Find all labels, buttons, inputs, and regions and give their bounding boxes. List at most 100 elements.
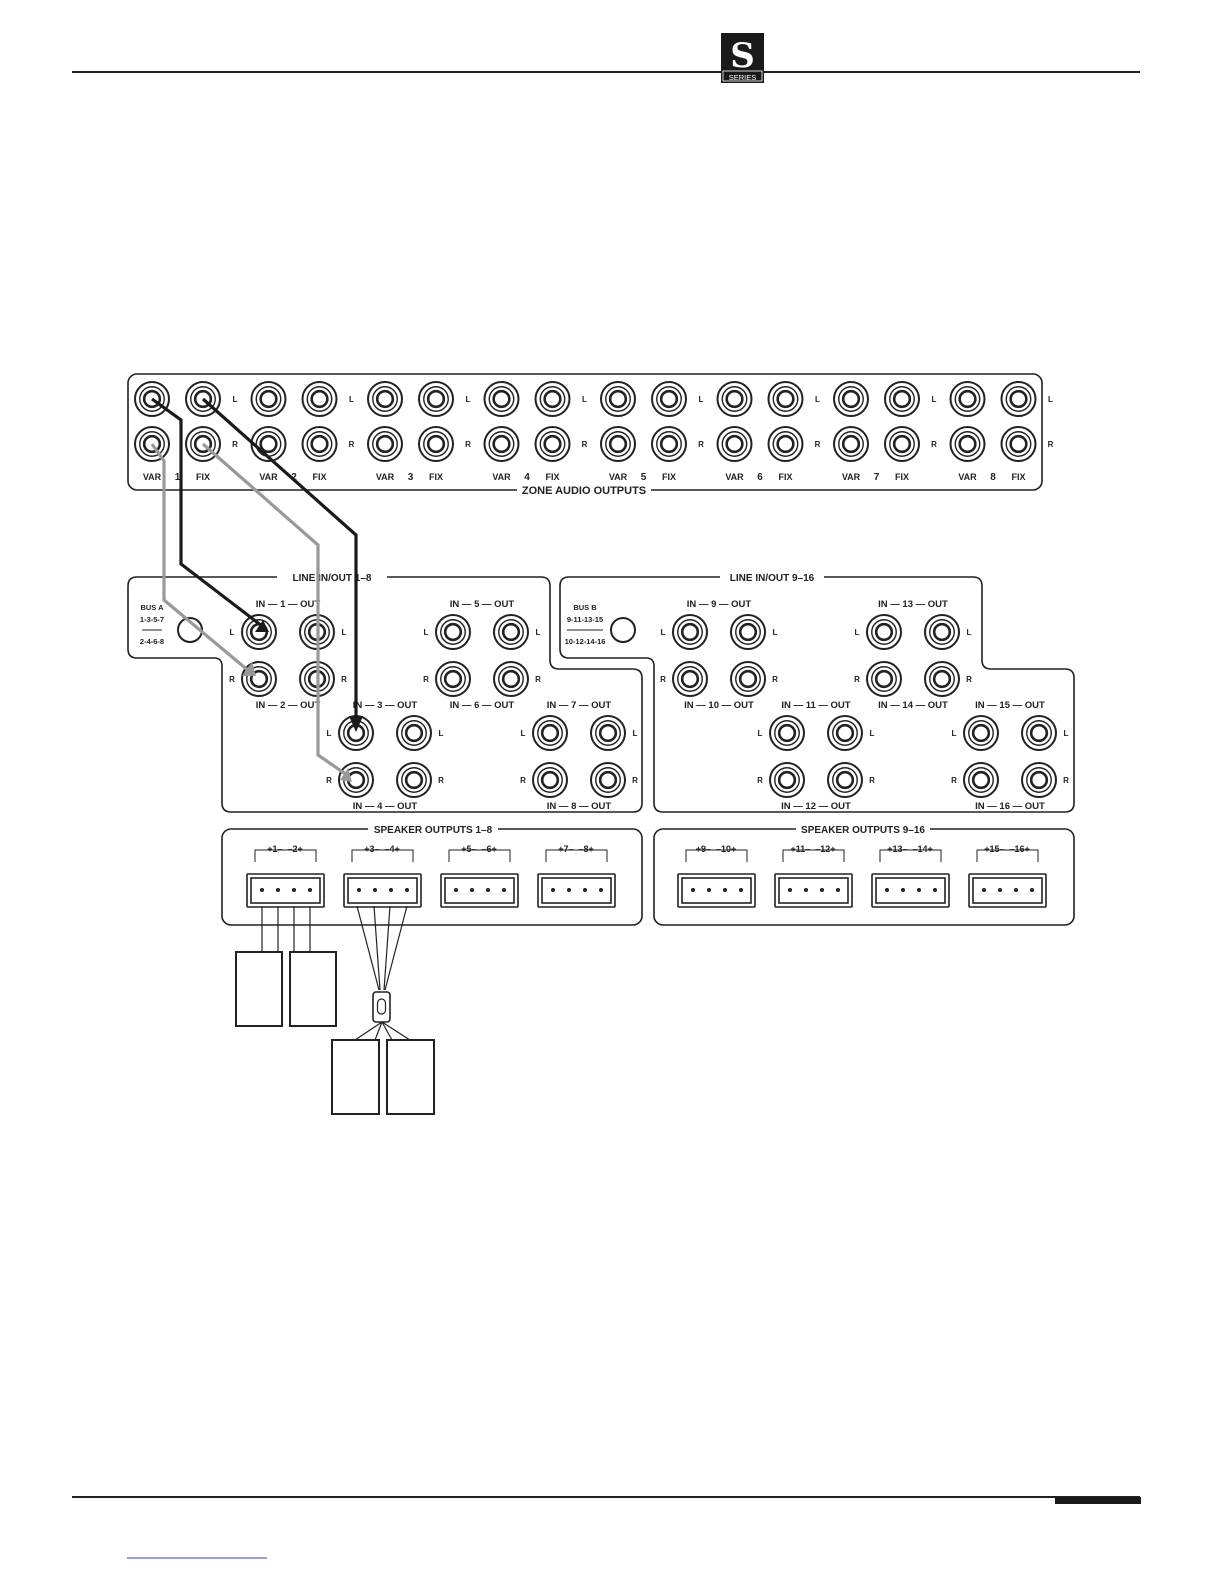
speaker-terminal-block-4[interactable]: [537, 873, 616, 908]
zone-2-fix-left-jack[interactable]: [301, 381, 338, 417]
zone-5-fix-right-jack[interactable]: [651, 426, 687, 462]
line-out-12-jack[interactable]: [827, 762, 863, 798]
zone-3-fix-right-jack[interactable]: [418, 426, 454, 462]
zone-8-fix-right-jack[interactable]: [1000, 426, 1037, 462]
zone-3-var-right-jack[interactable]: [367, 426, 403, 462]
zone-6-fix-right-jack[interactable]: [767, 426, 804, 462]
line-out-3-l-label: L: [439, 729, 444, 738]
line-out-15-jack[interactable]: [1021, 715, 1057, 751]
zone-6-number: 6: [757, 472, 763, 483]
zone-4-fix-left-jack[interactable]: [534, 381, 571, 417]
zone-7-fix-label: FIX: [895, 472, 909, 482]
zone-5-var-left-jack[interactable]: [600, 381, 636, 417]
line-label-6: IN — 6 — OUT: [450, 700, 515, 711]
zone-2-var-left-jack[interactable]: [250, 381, 287, 417]
line-out-6-jack[interactable]: [493, 661, 529, 697]
zone-5-fix-label: FIX: [662, 472, 676, 482]
line-b-labels: IN — 9 — OUT IN — 13 — OUT IN — 10 — OUT…: [684, 599, 1045, 812]
line-in-12-jack[interactable]: [769, 762, 805, 798]
line-out-8-r-label: R: [632, 776, 638, 785]
zone-1-number: 1: [175, 472, 181, 483]
line-label-13: IN — 13 — OUT: [878, 599, 948, 610]
line-out-2-r-label: R: [341, 675, 347, 684]
speaker-zone-3-left: [331, 1039, 380, 1115]
line-in-5-jack[interactable]: [435, 614, 471, 650]
speaker-terminal-block-5[interactable]: [677, 873, 756, 908]
line-in-8-jack[interactable]: [532, 762, 568, 798]
zone-4-var-right-jack[interactable]: [483, 426, 520, 462]
zone-2-fix-right-jack[interactable]: [301, 426, 338, 462]
line-out-16-jack[interactable]: [1021, 762, 1057, 798]
zone-2-l-label: L: [349, 395, 354, 404]
line-out-5-l-label: L: [536, 628, 541, 637]
bus-a-selector[interactable]: BUS A 1-3-5-7 2-4-6-8: [140, 603, 203, 646]
line-out-11-l-label: L: [870, 729, 875, 738]
zone-5-fix-left-jack[interactable]: [651, 381, 687, 417]
line-out-13-jack[interactable]: [924, 614, 960, 650]
zone-6-var-left-jack[interactable]: [716, 381, 753, 417]
line-out-10-jack[interactable]: [730, 661, 766, 697]
line-in-2-r-label: R: [229, 675, 235, 684]
line-in-16-jack[interactable]: [963, 762, 999, 798]
speaker-terminal-block-8[interactable]: [968, 873, 1047, 908]
line-in-4-r-label: R: [326, 776, 332, 785]
line-in-7-jack[interactable]: [532, 715, 568, 751]
line-out-9-jack[interactable]: [730, 614, 766, 650]
line-in-10-jack[interactable]: [672, 661, 708, 697]
zone-6-l-label: L: [815, 395, 820, 404]
line-out-7-jack[interactable]: [590, 715, 626, 751]
line-in-15-jack[interactable]: [963, 715, 999, 751]
zone-8-fix-left-jack[interactable]: [1000, 381, 1037, 417]
volume-control[interactable]: [372, 991, 391, 1023]
zone-8-r-label: R: [1048, 440, 1054, 449]
zone-3-var-left-jack[interactable]: [367, 381, 403, 417]
cable-var-left: [151, 397, 263, 628]
speaker-terminal-block-6[interactable]: [774, 873, 853, 908]
zone-3-fix-left-jack[interactable]: [418, 381, 454, 417]
speaker-terminal-labels: +1– –2+ +3– –4+ +5– –6+ +7– –8+ +9– –10+…: [267, 844, 1030, 854]
line-out-11-jack[interactable]: [827, 715, 863, 751]
cable-fix-left: [201, 397, 358, 720]
zone-4-var-left-jack[interactable]: [483, 381, 520, 417]
line-out-14-r-label: R: [966, 675, 972, 684]
speaker-terminal-block-2[interactable]: [343, 873, 422, 908]
zone-8-var-left-jack[interactable]: [949, 381, 986, 417]
line-out-16-r-label: R: [1063, 776, 1069, 785]
bus-a-top: 1-3-5-7: [140, 615, 164, 624]
zone-7-var-right-jack[interactable]: [833, 426, 869, 462]
line-out-5-jack[interactable]: [493, 614, 529, 650]
patch-cables: [150, 397, 363, 782]
line-in-13-jack[interactable]: [866, 614, 902, 650]
line-in-6-jack[interactable]: [435, 661, 471, 697]
zone-2-var-right-jack[interactable]: [250, 426, 287, 462]
zone-6-var-right-jack[interactable]: [716, 426, 753, 462]
speaker-terminal-block-1[interactable]: [246, 873, 325, 908]
terminal-label-5-6: +5– –6+: [461, 844, 497, 854]
zone-6-fix-left-jack[interactable]: [767, 381, 804, 417]
zone-4-fix-right-jack[interactable]: [534, 426, 571, 462]
terminal-bracket: [351, 849, 414, 862]
line-in-9-jack[interactable]: [672, 614, 708, 650]
speaker-terminal-block-7[interactable]: [871, 873, 950, 908]
line-out-3-jack[interactable]: [396, 715, 432, 751]
zone-7-fix-left-jack[interactable]: [884, 381, 920, 417]
zone-7-fix-right-jack[interactable]: [884, 426, 920, 462]
zone-8-l-label: L: [1048, 395, 1053, 404]
zone-7-var-left-jack[interactable]: [833, 381, 869, 417]
line-out-4-jack[interactable]: [396, 762, 432, 798]
bus-b-jack: [610, 617, 636, 643]
zone-8-fix-label: FIX: [1011, 472, 1025, 482]
line-out-8-jack[interactable]: [590, 762, 626, 798]
line-in-2-jack[interactable]: [241, 661, 277, 697]
line-in-11-jack[interactable]: [769, 715, 805, 751]
line-in-10-r-label: R: [660, 675, 666, 684]
zone-5-var-right-jack[interactable]: [600, 426, 636, 462]
cable-var-left-arrowhead: [255, 620, 269, 632]
bus-b-selector[interactable]: BUS B 9-11-13-15 10-12-14-16: [565, 603, 636, 646]
speaker-terminal-block-3[interactable]: [440, 873, 519, 908]
line-in-14-jack[interactable]: [866, 661, 902, 697]
terminal-bracket: [448, 849, 511, 862]
line-out-14-jack[interactable]: [924, 661, 960, 697]
zone-8-var-right-jack[interactable]: [949, 426, 986, 462]
zone-5-l-label: L: [699, 395, 704, 404]
